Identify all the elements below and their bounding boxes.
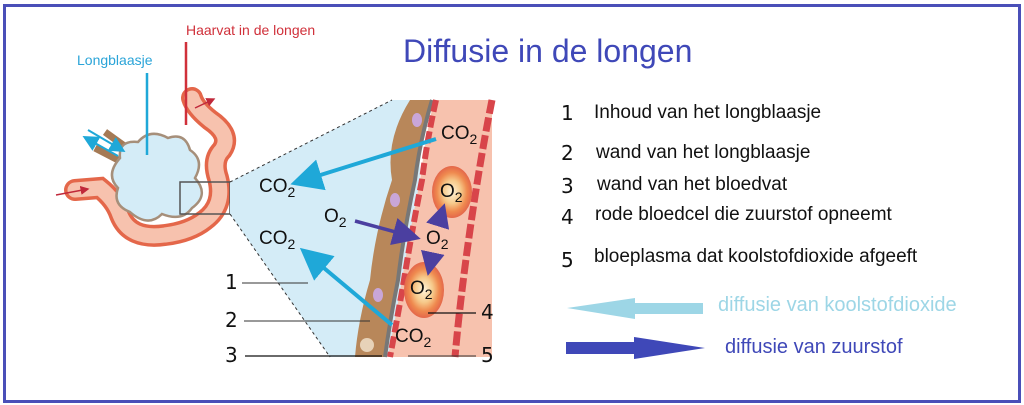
o2-label-rbc-top: O2 (440, 181, 463, 205)
diagram-number-3: 3 (225, 343, 238, 367)
o2-label-rbc-bottom: O2 (410, 278, 433, 302)
co2-label-alveolus-bottom: CO2 (259, 228, 296, 252)
legend-number: 5 (561, 248, 574, 272)
diagram-number-4: 4 (481, 300, 494, 324)
legend-number: 4 (561, 205, 574, 229)
legend-text: wand van het bloedvat (597, 174, 788, 195)
diagram-number-1: 1 (225, 270, 238, 294)
legend-text: bloeplasma dat koolstofdioxide afgeeft (594, 246, 918, 267)
legend-text: Inhoud van het longblaasje (594, 102, 822, 123)
o2-label-plasma: O2 (426, 228, 449, 252)
alveolus-label: Longblaasje (77, 52, 153, 68)
magnified-view (229, 99, 496, 358)
legend-number: 3 (561, 174, 574, 198)
co2-label-blood-top: CO2 (441, 123, 478, 147)
legend-text: wand van het longblaasje (596, 142, 811, 163)
legend-number: 1 (561, 101, 574, 125)
diagram-number-5: 5 (481, 343, 494, 367)
co2-label-alveolus-top: CO2 (259, 176, 296, 200)
o2-key-arrow (566, 337, 705, 359)
diagram-number-2: 2 (225, 308, 238, 332)
o2-label-alveolus: O2 (324, 206, 347, 230)
co2-key-arrow (567, 298, 703, 319)
capillary-label: Haarvat in de longen (186, 22, 316, 38)
co2-diffusion-key-label: diffusie van koolstofdioxide (718, 294, 957, 316)
o2-diffusion-key-label: diffusie van zuurstof (725, 336, 903, 358)
co2-label-blood-bottom: CO2 (395, 326, 432, 350)
diagram-frame (3, 4, 1021, 403)
alveolus-overview (55, 42, 236, 247)
page-title: Diffusie in de longen (403, 33, 693, 69)
legend-number: 2 (561, 141, 574, 165)
legend-text: rode bloedcel die zuurstof opneemt (595, 204, 892, 225)
